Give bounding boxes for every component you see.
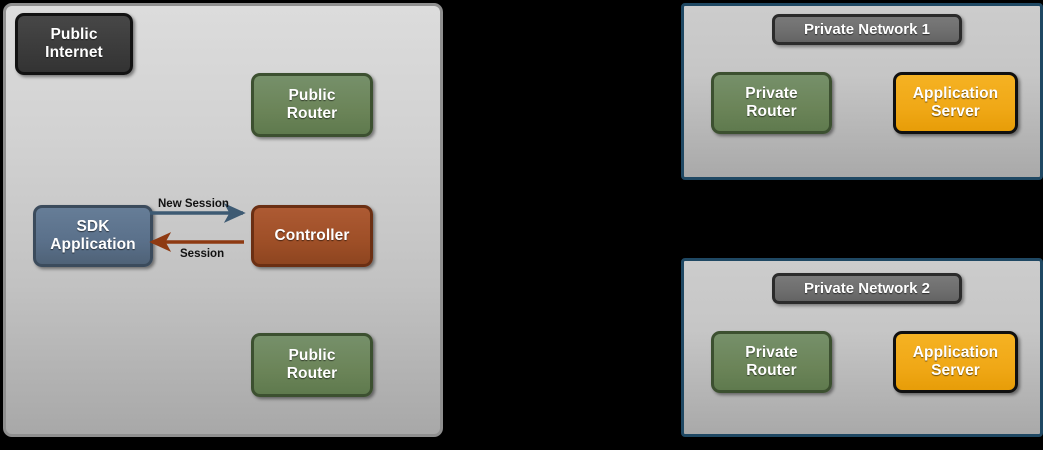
node-public-router-top-line2: Router [286,105,338,122]
node-private-router-1-line2: Router [746,103,797,120]
node-application-server-1-line1: Application [912,84,999,102]
node-application-server-2[interactable]: Application Server [893,331,1018,393]
node-public-router-bottom[interactable]: Public Router [251,333,373,397]
node-public-router-bottom-line2: Router [286,365,338,382]
node-public-router-top-line1: Public [288,86,336,104]
node-public-internet[interactable]: Public Internet [15,13,133,75]
node-private-router-1[interactable]: Private Router [711,72,832,134]
private-network-1-panel: Private Network 1 Private Router Applica… [681,3,1043,180]
node-public-internet-line2: Internet [45,44,103,61]
node-private-router-1-line1: Private [745,84,798,102]
public-internet-panel: Public Internet Public Router SDK Applic… [3,3,443,437]
node-public-internet-line1: Public [50,25,98,43]
node-controller-line1: Controller [274,226,350,244]
node-sdk-application[interactable]: SDK Application [33,205,153,267]
node-application-server-1[interactable]: Application Server [893,72,1018,134]
node-private-router-2-line2: Router [746,362,797,379]
private-network-2-panel: Private Network 2 Private Router Applica… [681,258,1043,437]
edge-label-session: Session [180,248,225,260]
node-public-router-top[interactable]: Public Router [251,73,373,137]
private-network-1-title: Private Network 1 [772,14,962,45]
node-controller[interactable]: Controller [251,205,373,267]
node-sdk-application-line2: Application [50,236,136,253]
node-sdk-application-line1: SDK [76,217,110,235]
node-application-server-2-line1: Application [912,343,999,361]
edge-label-new-session: New Session [158,198,229,210]
node-private-router-2-line1: Private [745,343,798,361]
node-application-server-1-line2: Server [931,103,980,120]
node-application-server-2-line2: Server [931,362,980,379]
node-private-router-2[interactable]: Private Router [711,331,832,393]
node-public-router-bottom-line1: Public [288,346,336,364]
private-network-2-title: Private Network 2 [772,273,962,304]
